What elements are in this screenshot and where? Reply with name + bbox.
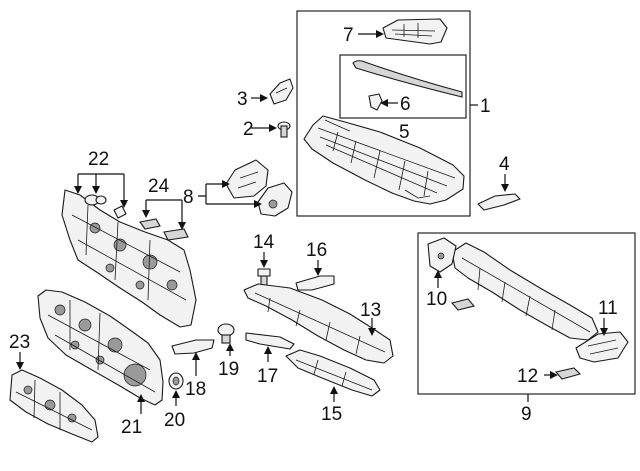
part-20-grommet[interactable] bbox=[168, 372, 184, 390]
cowl-top-panel[interactable] bbox=[303, 115, 465, 205]
callout-17: 17 bbox=[257, 366, 278, 387]
part-22-clips[interactable] bbox=[84, 194, 127, 219]
callout-2: 2 bbox=[243, 119, 254, 140]
assembly-box-1 bbox=[296, 10, 471, 217]
part-19-clip[interactable] bbox=[217, 323, 235, 344]
callout-1: 1 bbox=[480, 96, 491, 117]
part-10-bracket[interactable] bbox=[427, 237, 457, 273]
part-14-bolt[interactable] bbox=[257, 268, 271, 286]
callout-16: 16 bbox=[306, 240, 327, 261]
callout-21: 21 bbox=[121, 417, 142, 438]
part-4-bracket[interactable] bbox=[477, 193, 521, 211]
part-23-inner-insulator[interactable] bbox=[9, 369, 99, 443]
callout-8: 8 bbox=[183, 187, 194, 208]
part-21-outer-insulator[interactable] bbox=[37, 289, 164, 406]
part-18-bracket[interactable] bbox=[171, 339, 215, 355]
callout-20: 20 bbox=[164, 410, 185, 431]
part-15-lower-panel[interactable] bbox=[285, 349, 381, 397]
callout-4: 4 bbox=[499, 154, 510, 175]
part-12-shim[interactable] bbox=[554, 367, 582, 380]
callout-11: 11 bbox=[598, 298, 618, 319]
assembly-box-9 bbox=[417, 232, 636, 395]
part-22-dash-insulator[interactable] bbox=[61, 189, 197, 328]
part-9-cowl-panel[interactable] bbox=[451, 242, 599, 341]
part-17-bracket[interactable] bbox=[245, 332, 295, 350]
callout-15: 15 bbox=[321, 404, 342, 425]
part-13-cowl-panel[interactable] bbox=[243, 283, 394, 364]
sub-box-5 bbox=[339, 54, 467, 119]
part-6-clip[interactable] bbox=[368, 93, 383, 111]
callout-9: 9 bbox=[521, 404, 532, 425]
box9-shim[interactable] bbox=[451, 298, 475, 311]
callout-6: 6 bbox=[400, 94, 411, 115]
callout-18: 18 bbox=[185, 379, 206, 400]
callout-3: 3 bbox=[237, 89, 248, 110]
part-16-bracket[interactable] bbox=[295, 275, 335, 291]
callout-22: 22 bbox=[88, 149, 109, 170]
callout-5: 5 bbox=[399, 122, 410, 143]
callout-7: 7 bbox=[343, 25, 354, 46]
callout-12: 12 bbox=[517, 366, 538, 387]
callout-24: 24 bbox=[148, 176, 170, 197]
part-7-cowl-cap[interactable] bbox=[382, 18, 448, 45]
callout-23: 23 bbox=[9, 332, 30, 353]
part-3-bracket[interactable] bbox=[269, 78, 294, 105]
callout-19: 19 bbox=[218, 359, 239, 380]
callout-10: 10 bbox=[426, 289, 447, 310]
part-2-bolt[interactable] bbox=[277, 121, 291, 138]
part-24-pads[interactable] bbox=[139, 218, 189, 241]
part-5-weatherstrip[interactable] bbox=[352, 60, 463, 98]
part-8-brackets[interactable] bbox=[225, 159, 293, 217]
leader-lines bbox=[16, 30, 608, 414]
part-11-bracket[interactable] bbox=[575, 331, 629, 363]
callout-14: 14 bbox=[253, 232, 275, 253]
callout-labels: 7 3 2 6 5 1 4 8 22 24 14 16 13 18 19 17 … bbox=[9, 25, 618, 438]
callout-13: 13 bbox=[360, 300, 381, 321]
